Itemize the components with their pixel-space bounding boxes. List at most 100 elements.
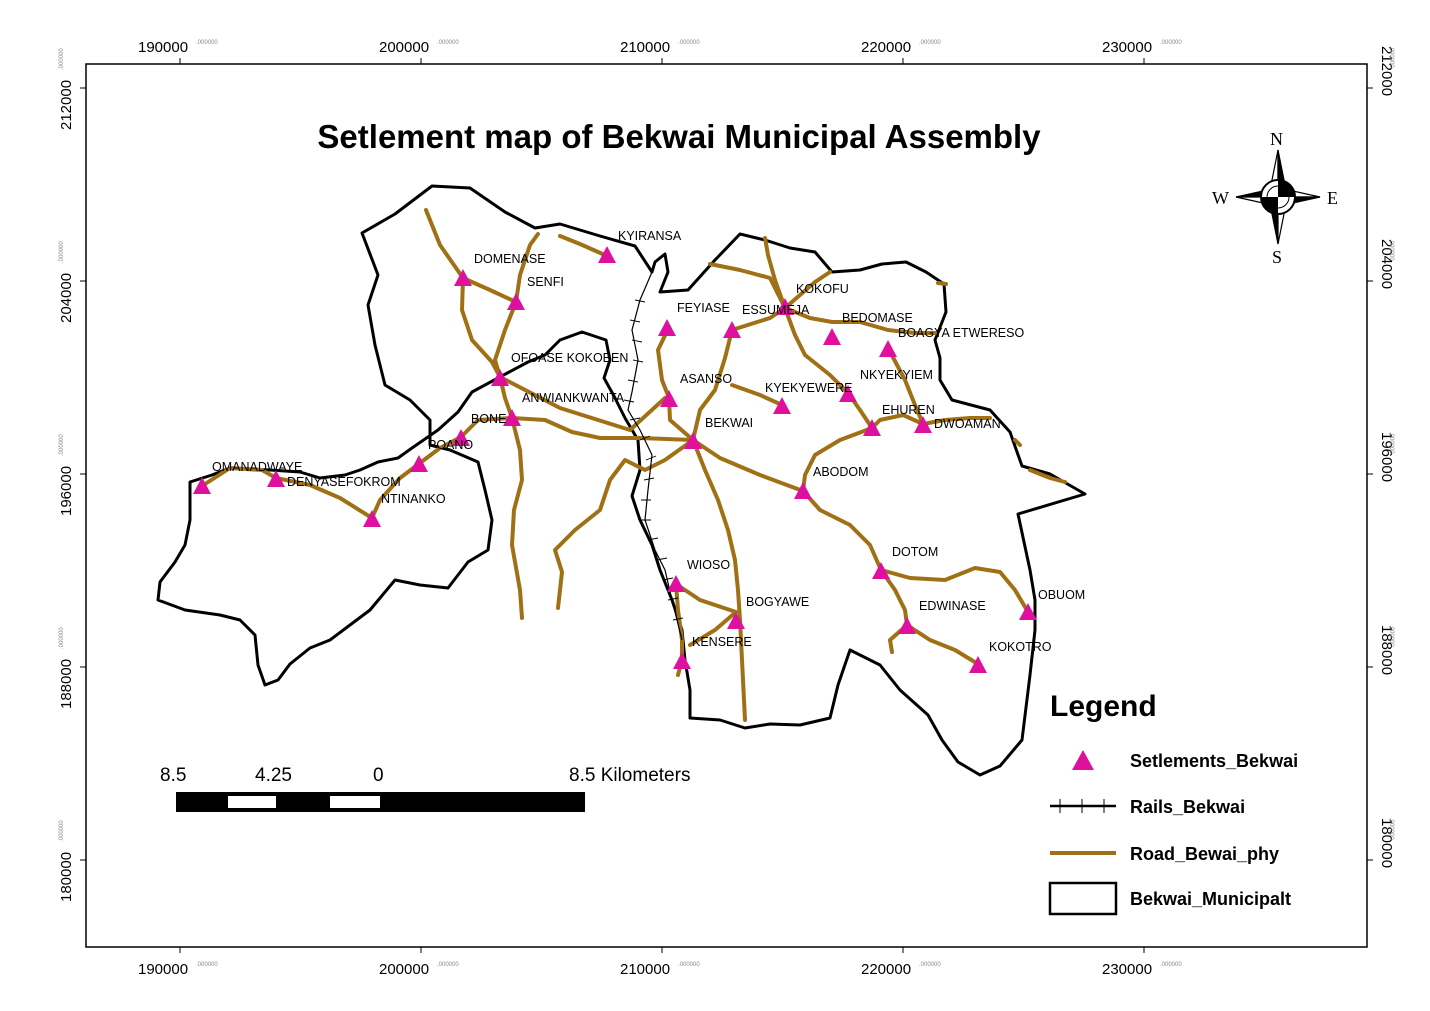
map-frame	[85, 63, 1368, 948]
y-tick-label: 188000	[1378, 625, 1395, 675]
y-tick-suffix: .000000	[1388, 432, 1394, 454]
settlement-marker[interactable]	[727, 612, 745, 629]
x-axis-labels-bottom: 190000 .000000 200000 .000000 210000 .00…	[138, 961, 1182, 978]
y-axis-labels-right: 212000 .000000 204000 .000000 196000 .00…	[1378, 46, 1395, 868]
settlement-marker[interactable]	[898, 617, 916, 634]
legend-item-boundary: Bekwai_Municipalt	[1130, 889, 1291, 909]
settlement-marker[interactable]	[491, 369, 509, 386]
road-network	[200, 208, 1067, 722]
settlement-marker[interactable]	[969, 656, 987, 673]
settlement-marker[interactable]	[454, 269, 472, 286]
settlement-marker[interactable]	[776, 298, 794, 315]
x-tick-label: 200000	[379, 39, 429, 56]
legend-settlement-icon	[1072, 750, 1094, 770]
settlement-label: ANWIANKWANTA	[522, 391, 625, 405]
legend: Legend Setlements_Bekwai Rails_Bekwai Ro…	[1048, 690, 1298, 916]
x-tick-label: 210000	[620, 39, 670, 56]
legend-rail-icon	[1050, 799, 1116, 813]
compass-south-label: S	[1272, 247, 1282, 267]
scale-bar: 8.5 4.25 0 8.5 Kilometers	[160, 765, 690, 812]
legend-title: Legend	[1050, 690, 1157, 723]
settlement-label: BOAGYA ETWERESO	[898, 326, 1024, 340]
settlement-marker[interactable]	[723, 321, 741, 338]
settlement-marker[interactable]	[410, 455, 428, 472]
settlement-marker[interactable]	[673, 652, 691, 669]
y-tick-label: 180000	[58, 852, 75, 902]
settlement-marker[interactable]	[879, 340, 897, 357]
settlement-label: SENFI	[527, 275, 564, 289]
settlement-marker[interactable]	[914, 416, 932, 433]
settlement-label: NTINANKO	[381, 492, 446, 506]
x-tick-suffix: .000000	[437, 962, 459, 968]
settlement-marker[interactable]	[794, 482, 812, 499]
settlement-label: ASANSO	[680, 372, 732, 386]
scale-label: 4.25	[255, 765, 292, 786]
settlement-marker[interactable]	[363, 510, 381, 527]
settlement-marker[interactable]	[658, 319, 676, 336]
x-axis-labels-top: 190000 .000000 200000 .000000 210000 .00…	[138, 39, 1182, 56]
settlement-marker[interactable]	[684, 432, 702, 449]
settlement-labels: KYIRANSA DOMENASE SENFI KOKOFU FEYIASE E…	[212, 229, 1085, 654]
y-tick-label: 204000	[58, 273, 75, 323]
y-tick-suffix: .000000	[1388, 239, 1394, 261]
x-tick-label: 210000	[620, 961, 670, 978]
x-tick-label: 190000	[138, 39, 188, 56]
settlement-label: BOGYAWE	[746, 595, 809, 609]
x-tick-label: 230000	[1102, 961, 1152, 978]
compass-east-label: E	[1327, 188, 1338, 208]
settlement-marker[interactable]	[872, 562, 890, 579]
compass-north-label: N	[1270, 129, 1283, 149]
x-tick-suffix: .000000	[196, 40, 218, 46]
settlement-marker[interactable]	[667, 575, 685, 592]
settlement-label: KENSERE	[692, 635, 752, 649]
settlement-label: OBUOM	[1038, 588, 1085, 602]
x-tick-suffix: .000000	[678, 40, 700, 46]
y-tick-label: 180000	[1378, 818, 1395, 868]
x-tick-suffix: .000000	[1160, 962, 1182, 968]
railway	[623, 271, 684, 641]
settlement-label: OMANADWAYE	[212, 460, 302, 474]
settlement-marker[interactable]	[503, 409, 521, 426]
settlement-label: KYIRANSA	[618, 229, 682, 243]
settlement-label: WIOSO	[687, 558, 730, 572]
municipal-boundary	[156, 184, 1087, 777]
x-tick-suffix: .000000	[919, 962, 941, 968]
settlement-label: NKYEKYIEM	[860, 368, 933, 382]
north-arrow-icon: N S W E	[1212, 129, 1338, 267]
settlement-marker[interactable]	[823, 328, 841, 345]
x-axis-ticks	[179, 58, 1145, 953]
x-tick-suffix: .000000	[1160, 40, 1182, 46]
settlement-marker[interactable]	[598, 246, 616, 263]
settlement-label: EDWINASE	[919, 599, 986, 613]
settlement-label: DOTOM	[892, 545, 938, 559]
y-tick-suffix: .000000	[59, 627, 65, 649]
settlement-marker[interactable]	[863, 419, 881, 436]
settlement-marker[interactable]	[773, 397, 791, 414]
settlement-marker[interactable]	[193, 477, 211, 494]
settlement-label: POANO	[428, 438, 473, 452]
settlement-label: KOKOTRO	[989, 640, 1052, 654]
x-tick-label: 230000	[1102, 39, 1152, 56]
x-tick-suffix: .000000	[437, 40, 459, 46]
settlement-label: KOKOFU	[796, 282, 849, 296]
settlement-label: EHUREN	[882, 403, 935, 417]
y-tick-suffix: .000000	[1388, 46, 1394, 68]
settlement-marker[interactable]	[660, 390, 678, 407]
y-tick-label: 212000	[1378, 46, 1395, 96]
settlement-marker[interactable]	[267, 470, 285, 487]
y-tick-label: 204000	[1378, 239, 1395, 289]
settlement-marker[interactable]	[839, 385, 857, 402]
x-tick-label: 220000	[861, 961, 911, 978]
settlement-marker[interactable]	[507, 293, 525, 310]
settlement-marker[interactable]	[1019, 603, 1037, 620]
y-tick-label: 196000	[1378, 432, 1395, 482]
settlement-label: FEYIASE	[677, 301, 730, 315]
x-tick-label: 190000	[138, 961, 188, 978]
settlement-label: KYEKYEWERE	[765, 381, 853, 395]
settlement-marker[interactable]	[452, 429, 470, 446]
y-tick-label: 212000	[58, 80, 75, 130]
y-tick-suffix: .000000	[1388, 818, 1394, 840]
y-tick-suffix: .000000	[59, 820, 65, 842]
scale-label: 0	[373, 765, 384, 786]
